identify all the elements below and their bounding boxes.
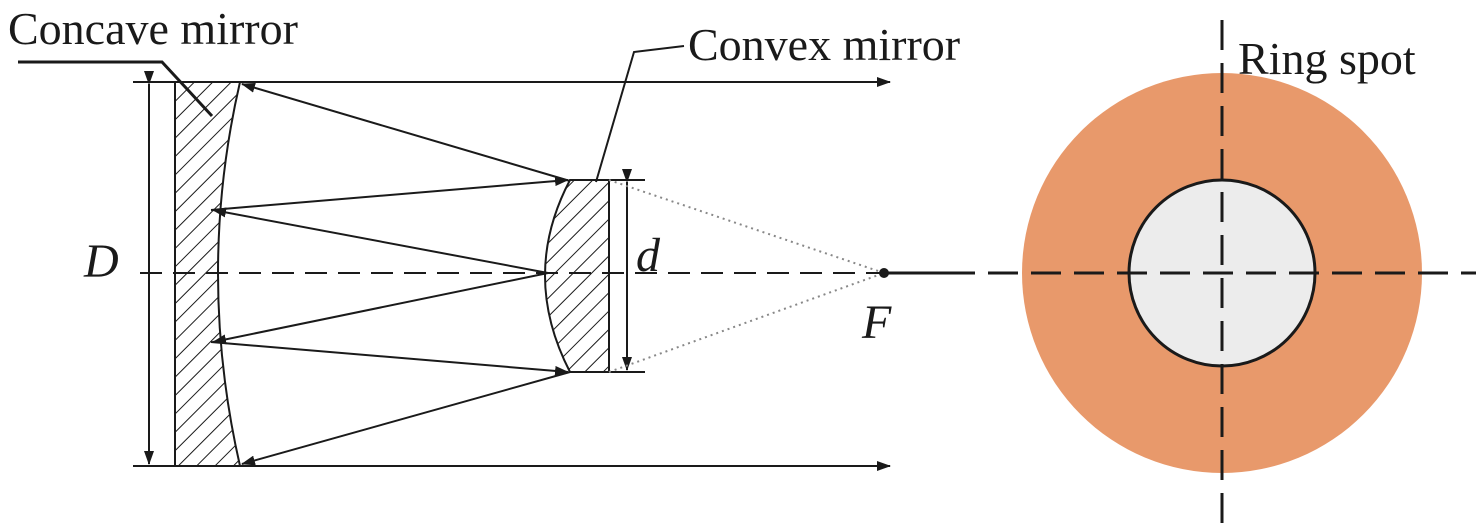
ray-3-to-secondary [210, 341, 569, 376]
convex-mirror [544, 179, 610, 373]
focus-point [879, 268, 889, 278]
virtual-ray-top [608, 179, 885, 274]
ray-3-to-primary [212, 272, 549, 345]
convex-mirror-label: Convex mirror [688, 19, 960, 70]
convex-mirror-leader [595, 45, 685, 183]
ray-2-to-primary [212, 207, 549, 274]
ray-paths [210, 77, 891, 471]
concave-mirror-leader [18, 60, 214, 118]
concave-mirror-label: Concave mirror [8, 3, 298, 54]
small-diameter-label: d [636, 229, 661, 282]
ring-spot-label: Ring spot [1238, 33, 1416, 84]
ray-1-to-primary [241, 82, 571, 182]
ray-4-to-primary [241, 371, 571, 466]
focus-label: F [861, 296, 892, 349]
virtual-ray-bottom [608, 272, 885, 373]
big-diameter-label: D [83, 235, 119, 288]
ray-1-to-secondary [210, 176, 569, 211]
